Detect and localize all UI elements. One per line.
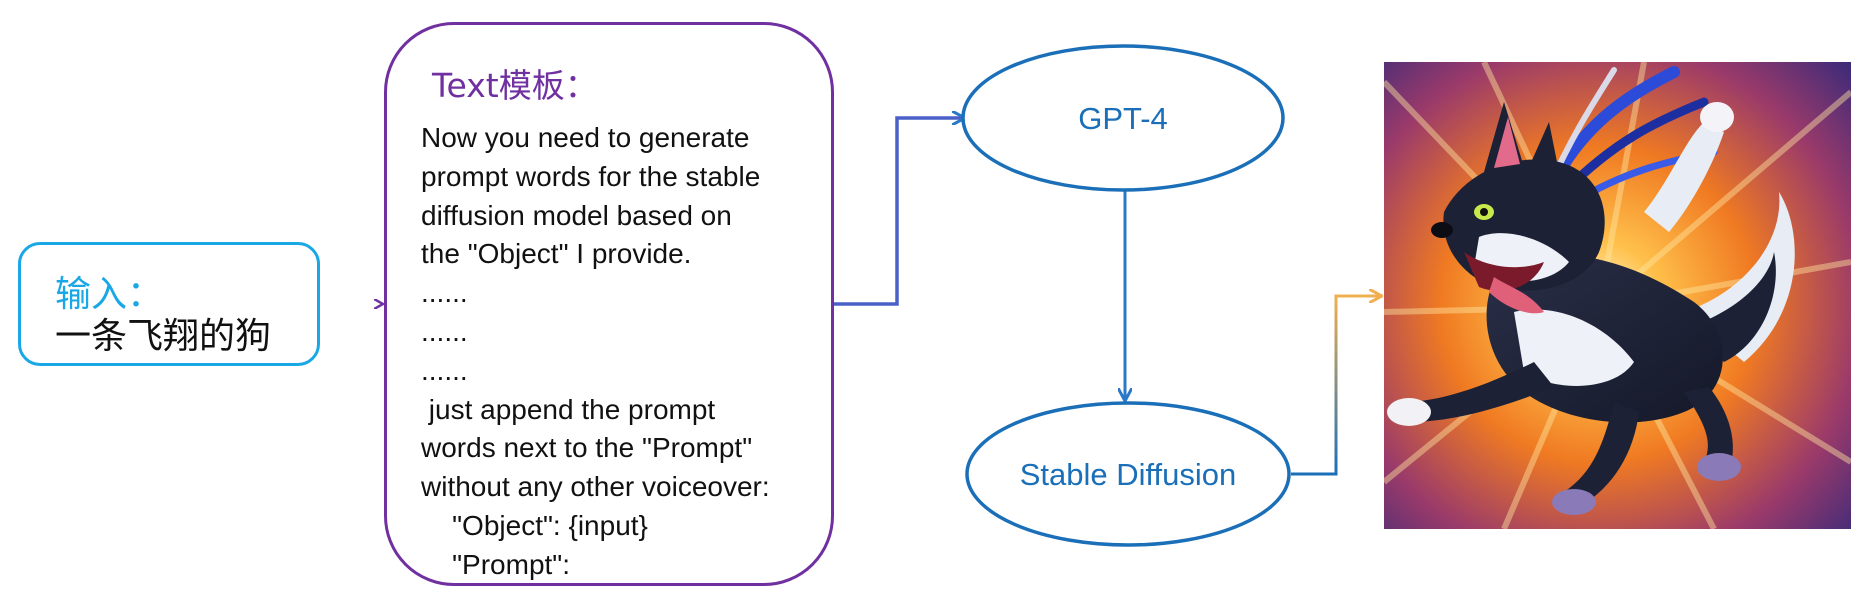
template-line: words next to the "Prompt" bbox=[421, 432, 753, 464]
template-line: ...... bbox=[421, 315, 468, 347]
template-line: Now you need to generate bbox=[421, 122, 750, 153]
input-title: 输入： bbox=[55, 274, 164, 315]
stable-diffusion-node: Stable Diffusion bbox=[965, 401, 1291, 547]
template-title: Text模板： bbox=[432, 66, 598, 105]
template-lines: Now you need to generate prompt words fo… bbox=[421, 119, 770, 585]
gpt4-label: GPT-4 bbox=[1078, 101, 1168, 136]
template-line: just append the prompt bbox=[421, 393, 716, 425]
input-box: 输入： 一条飞翔的狗 bbox=[18, 242, 320, 366]
stable-diffusion-label: Stable Diffusion bbox=[1020, 457, 1237, 492]
template-line: diffusion model based on bbox=[421, 199, 732, 231]
text-template-box: Text模板： Now you need to generate prompt … bbox=[384, 22, 834, 586]
template-line: "Prompt": bbox=[421, 548, 571, 580]
template-line: "Object": {input} bbox=[421, 509, 648, 541]
template-line: ...... bbox=[421, 277, 468, 309]
flying-dog-illustration-icon bbox=[1384, 62, 1851, 529]
template-line: without any other voiceover: bbox=[421, 471, 770, 503]
template-line: prompt words for the stable bbox=[421, 160, 761, 192]
arrow-sd-to-image bbox=[1291, 296, 1381, 476]
input-text: 一条飞翔的狗 bbox=[55, 316, 272, 357]
template-line: ...... bbox=[421, 354, 468, 386]
gpt4-node: GPT-4 bbox=[961, 44, 1285, 192]
arrow-template-to-gpt4 bbox=[834, 118, 964, 306]
template-line: the "Object" I provide. bbox=[421, 238, 692, 270]
flying-dog-image bbox=[1384, 62, 1851, 529]
